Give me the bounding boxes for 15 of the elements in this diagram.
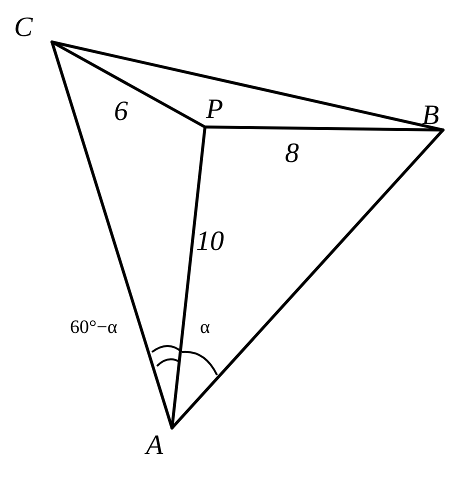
line-segment bbox=[50, 40, 444, 132]
vertex-label: B bbox=[422, 102, 440, 130]
vertex-label: P bbox=[206, 96, 224, 124]
line-segment bbox=[204, 126, 444, 132]
vertex-label: C bbox=[14, 14, 33, 42]
angle-label: 60°−α bbox=[70, 318, 118, 338]
line-segment bbox=[50, 40, 206, 128]
line-segment bbox=[170, 126, 206, 430]
line-segment bbox=[170, 128, 444, 430]
vertex-label: A bbox=[146, 432, 164, 460]
length-label: 10 bbox=[196, 228, 224, 256]
angle-label: α bbox=[200, 318, 210, 338]
line-segment bbox=[50, 40, 174, 430]
length-label: 8 bbox=[285, 140, 299, 168]
length-label: 6 bbox=[114, 98, 128, 126]
